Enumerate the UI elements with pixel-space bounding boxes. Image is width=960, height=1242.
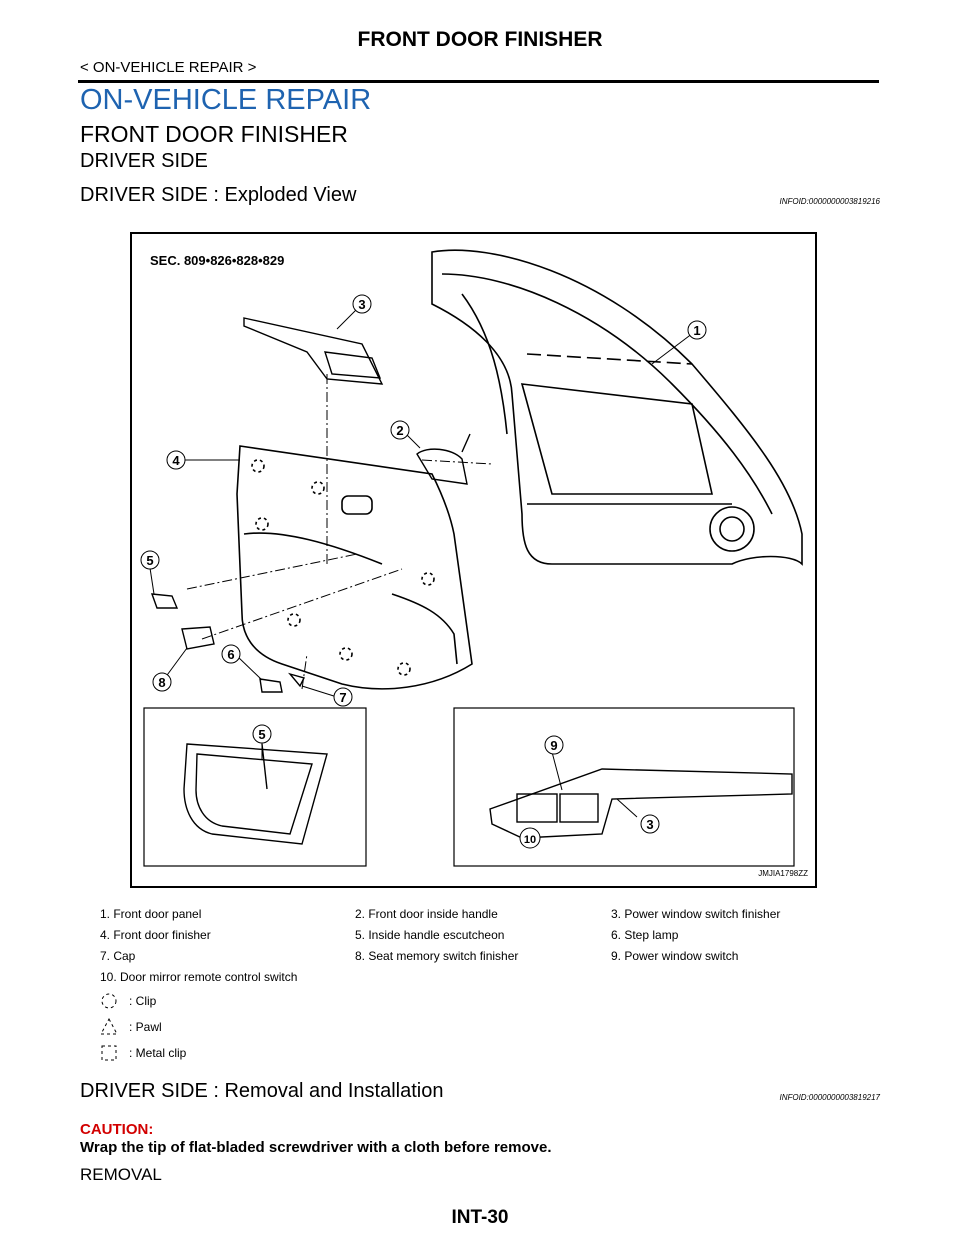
exploded-view-drawing: SEC. 809•826•828•829	[140, 249, 808, 878]
front-door-finisher-drawing	[236, 445, 473, 690]
heading-removal-installation: DRIVER SIDE : Removal and Installation	[80, 1080, 444, 1102]
svg-text:7: 7	[339, 690, 346, 705]
callout-leaders	[149, 303, 698, 698]
legend-item: 2. Front door inside handle	[355, 907, 498, 921]
legend-pawl-label: : Pawl	[129, 1020, 162, 1034]
info-id-exploded: INFOID:0000000003819216	[779, 197, 880, 206]
legend-row: 4. Front door finisher 5. Inside handle …	[100, 928, 860, 949]
callout-labels: 1 2 3 4 5 6 7 8 5 9 10 3	[140, 294, 707, 849]
legend-item: 5. Inside handle escutcheon	[355, 928, 505, 942]
legend-item: 7. Cap	[100, 949, 136, 963]
header-rule	[78, 80, 879, 83]
callout-1: 1	[687, 320, 707, 340]
legend: 1. Front door panel 2. Front door inside…	[100, 907, 860, 1069]
exploded-view-figure: SEC. 809•826•828•829	[130, 232, 817, 888]
caution-text: Wrap the tip of flat-bladed screwdriver …	[80, 1139, 552, 1156]
clip-symbol-icon	[101, 993, 117, 1009]
front-door-panel-drawing	[431, 249, 803, 566]
callout-5-inset: 5	[252, 724, 272, 744]
svg-text:3: 3	[646, 817, 653, 832]
page-header: FRONT DOOR FINISHER	[357, 28, 603, 51]
callout-4: 4	[166, 450, 186, 470]
callout-3-inset: 3	[640, 814, 660, 834]
section-title: ON-VEHICLE REPAIR	[80, 84, 372, 116]
info-id-removal: INFOID:0000000003819217	[779, 1093, 880, 1102]
svg-text:4: 4	[172, 453, 180, 468]
callout-9: 9	[544, 735, 564, 755]
figure-code: JMJIA1798ZZ	[758, 869, 808, 878]
removal-heading: REMOVAL	[80, 1165, 162, 1184]
inset-escutcheon-drawing	[183, 743, 328, 845]
heading-front-door-finisher: FRONT DOOR FINISHER	[80, 121, 348, 147]
power-window-switch-finisher-drawing	[243, 317, 384, 385]
legend-row: 10. Door mirror remote control switch	[100, 970, 860, 991]
callout-10: 10	[519, 827, 541, 849]
legend-symbol-row: : Pawl	[100, 1017, 860, 1043]
legend-item: 6. Step lamp	[611, 928, 679, 942]
svg-text:5: 5	[258, 727, 265, 742]
small-parts-drawing	[150, 593, 306, 693]
callout-2: 2	[390, 420, 410, 440]
svg-text:3: 3	[358, 297, 365, 312]
legend-item: 9. Power window switch	[611, 949, 739, 963]
inside-handle-drawing	[416, 433, 471, 485]
callout-3: 3	[352, 294, 372, 314]
inset-switch-finisher-drawing	[489, 768, 793, 839]
breadcrumb: < ON-VEHICLE REPAIR >	[80, 59, 257, 76]
inset-left-frame	[143, 707, 367, 867]
sec-label: SEC. 809•826•828•829	[150, 253, 284, 268]
pawl-symbol-icon	[100, 1017, 118, 1035]
caution-label: CAUTION:	[80, 1121, 154, 1138]
svg-text:8: 8	[158, 675, 165, 690]
exploded-leader-lines	[186, 374, 493, 690]
svg-text:2: 2	[396, 423, 403, 438]
legend-item: 4. Front door finisher	[100, 928, 211, 942]
legend-item: 1. Front door panel	[100, 907, 202, 921]
svg-text:1: 1	[693, 323, 700, 338]
metal-clip-symbol-icon	[101, 1045, 117, 1061]
svg-text:9: 9	[550, 738, 557, 753]
svg-text:5: 5	[146, 553, 153, 568]
legend-item: 10. Door mirror remote control switch	[100, 970, 298, 984]
callout-5: 5	[140, 550, 160, 570]
callout-6: 6	[221, 644, 241, 664]
heading-driver-side: DRIVER SIDE	[80, 150, 208, 172]
svg-text:10: 10	[524, 834, 536, 846]
inset-right-frame	[453, 707, 795, 867]
heading-exploded-view: DRIVER SIDE : Exploded View	[80, 184, 357, 206]
legend-item: 3. Power window switch finisher	[611, 907, 781, 921]
legend-symbol-row: : Clip	[100, 991, 860, 1017]
svg-text:6: 6	[227, 647, 234, 662]
legend-item: 8. Seat memory switch finisher	[355, 949, 519, 963]
page-number: INT-30	[451, 1207, 509, 1228]
callout-8: 8	[152, 672, 172, 692]
callout-7: 7	[333, 687, 353, 707]
legend-symbol-row: : Metal clip	[100, 1043, 860, 1069]
legend-metal-clip-label: : Metal clip	[129, 1046, 187, 1060]
legend-row: 7. Cap 8. Seat memory switch finisher 9.…	[100, 949, 860, 970]
inset-callout-leaders	[261, 734, 638, 849]
legend-clip-label: : Clip	[129, 994, 157, 1008]
legend-row: 1. Front door panel 2. Front door inside…	[100, 907, 860, 928]
